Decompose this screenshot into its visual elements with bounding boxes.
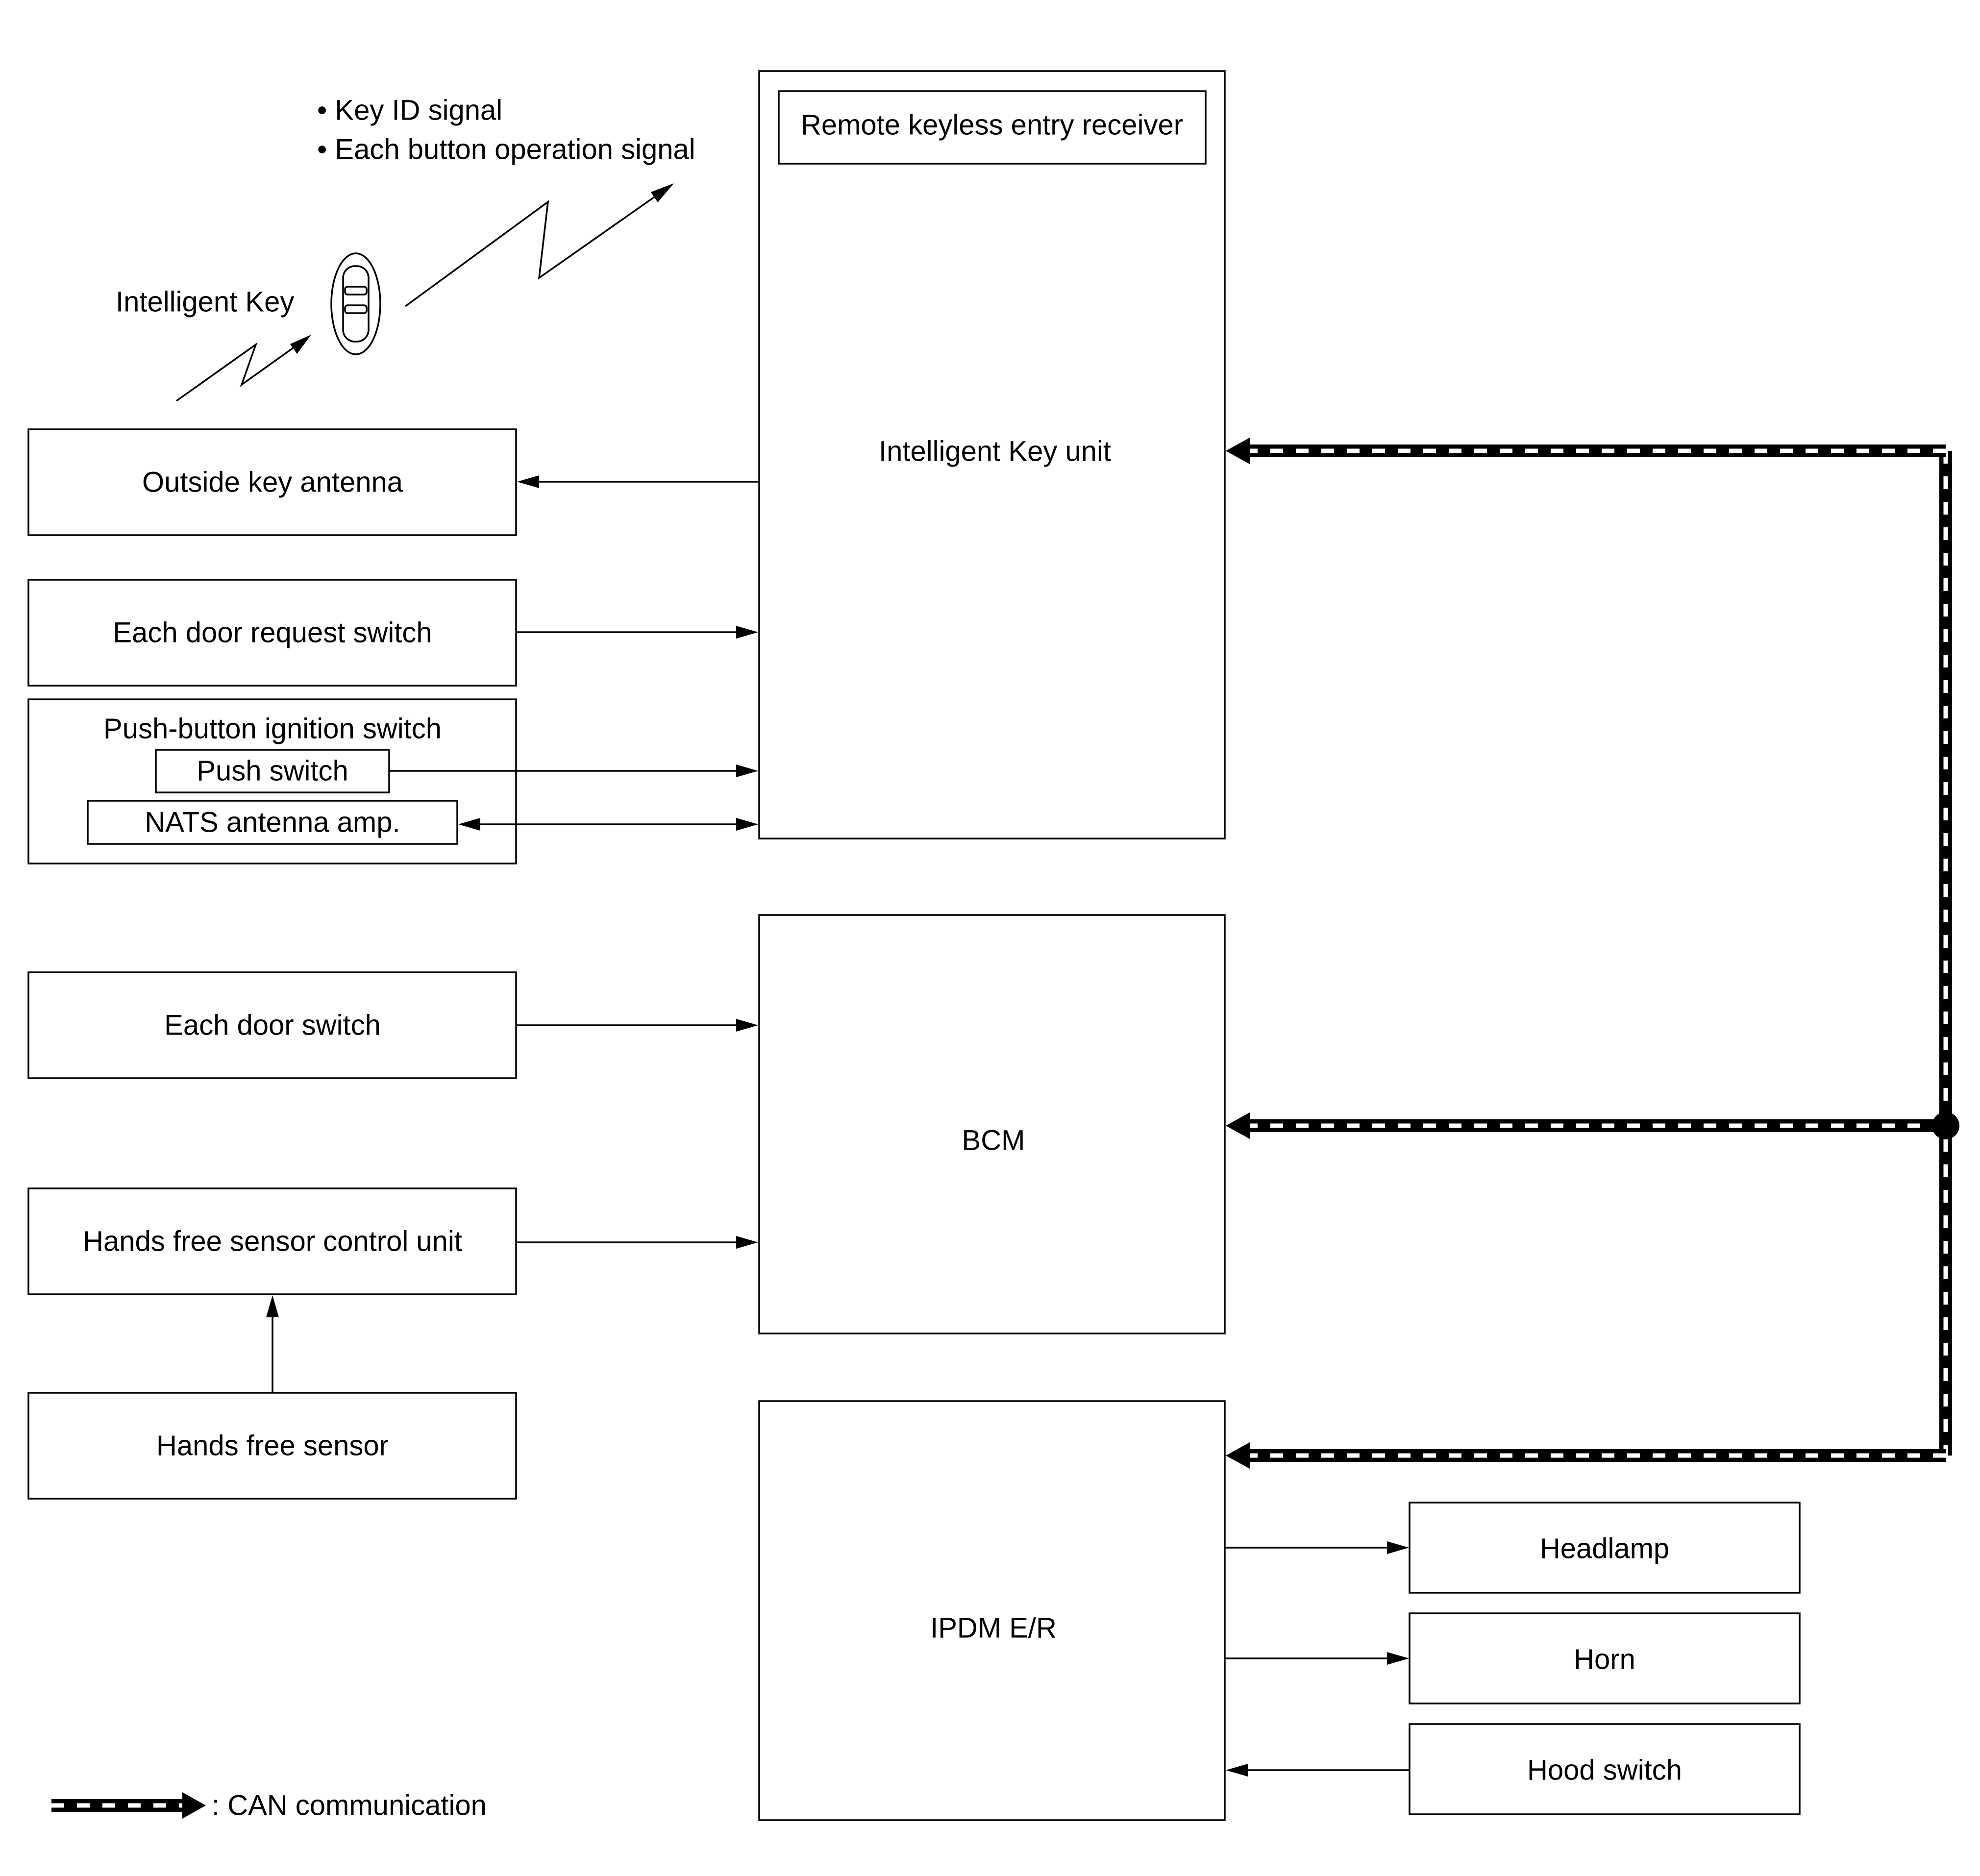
can-junction-dot (1932, 1112, 1959, 1139)
arrow-hood-switch (1226, 1764, 1248, 1777)
radio-signal-to-key (175, 335, 311, 402)
radio-signal-from-key (404, 183, 674, 307)
signal-key-id: • Key ID signal (317, 95, 502, 126)
horn-label: Horn (1574, 1644, 1635, 1676)
hands-free-sensor-block: Hands free sensor (27, 1392, 517, 1500)
hood-switch-block: Hood switch (1409, 1723, 1801, 1815)
can-arrow-bcm (1226, 1112, 1250, 1139)
arrow-antenna (517, 475, 539, 488)
can-bus (1226, 438, 1959, 1469)
each-door-switch-label: Each door switch (164, 1010, 381, 1041)
arrow-nats-right (736, 818, 758, 831)
push-button-ignition-switch-block: Push-button ignition switch Push switch … (27, 698, 517, 864)
hands-free-sensor-control-unit-label: Hands free sensor control unit (83, 1226, 462, 1258)
intelligent-key-label: Intelligent Key (116, 286, 294, 318)
arrow-nats-left (458, 818, 480, 831)
arrow-door-request (736, 626, 758, 639)
each-door-request-switch-block: Each door request switch (27, 579, 517, 687)
hood-switch-label: Hood switch (1527, 1754, 1682, 1786)
arrow-hands-free-cu (736, 1236, 758, 1249)
intelligent-key-fob: Intelligent Key (116, 252, 381, 355)
bcm-block: BCM (758, 914, 1226, 1334)
lightning-to-key (175, 342, 301, 402)
headlamp-label: Headlamp (1540, 1533, 1669, 1565)
lightning-from-key-arrow (651, 183, 674, 202)
each-door-switch-block: Each door switch (27, 971, 517, 1079)
remote-keyless-entry-receiver-label: Remote keyless entry receiver (801, 109, 1183, 141)
horn-block: Horn (1409, 1612, 1801, 1704)
ipdm-er-label: IPDM E/R (930, 1612, 1057, 1644)
outside-key-antenna-label: Outside key antenna (142, 467, 403, 498)
arrow-door-switch (736, 1019, 758, 1032)
outside-key-antenna-block: Outside key antenna (27, 428, 517, 536)
hands-free-sensor-label: Hands free sensor (156, 1430, 389, 1462)
signal-button-operation: • Each button operation signal (317, 134, 695, 166)
nats-antenna-amp-label: NATS antenna amp. (145, 807, 400, 839)
intelligent-key-unit-block: Remote keyless entry receiver Intelligen… (758, 70, 1226, 839)
arrow-push-switch (736, 765, 758, 777)
arrow-hands-free-sensor (266, 1295, 279, 1317)
signal-wires (266, 475, 1410, 1777)
signal-list: • Key ID signal • Each button operation … (317, 95, 695, 166)
lightning-to-key-arrow (290, 335, 311, 354)
remote-keyless-entry-receiver-block (778, 90, 1207, 165)
hands-free-sensor-control-unit-block: Hands free sensor control unit (27, 1187, 517, 1295)
push-button-ignition-switch-label: Push-button ignition switch (103, 713, 442, 745)
each-door-request-switch-label: Each door request switch (113, 617, 432, 649)
legend-can-label: : CAN communication (212, 1790, 487, 1822)
ipdm-er-block: IPDM E/R (758, 1400, 1226, 1821)
legend-can-arrow (182, 1792, 206, 1819)
can-arrow-ik (1226, 438, 1250, 464)
nats-antenna-amp-block (87, 800, 458, 845)
can-arrow-ipdm (1226, 1442, 1250, 1469)
legend: : CAN communication (51, 1790, 487, 1822)
headlamp-block: Headlamp (1409, 1502, 1801, 1594)
push-switch-label: Push switch (197, 755, 348, 787)
bcm-label: BCM (962, 1125, 1025, 1157)
arrow-headlamp (1387, 1541, 1409, 1554)
lightning-from-key (404, 192, 662, 307)
arrow-horn (1387, 1652, 1409, 1665)
intelligent-key-unit-label: Intelligent Key unit (879, 436, 1111, 468)
